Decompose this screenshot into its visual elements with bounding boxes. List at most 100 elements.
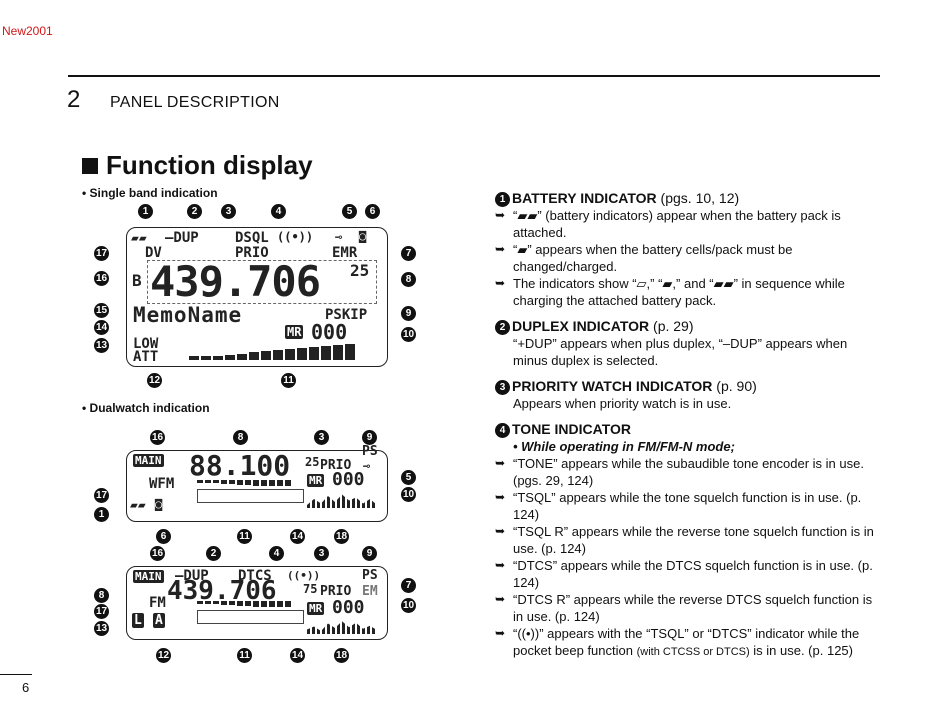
- lcd-dv: DV: [145, 245, 162, 261]
- arrow-icon: ➥: [495, 456, 506, 470]
- single-band-label: • Single band indication: [82, 186, 218, 200]
- callout-3: 3: [314, 430, 329, 445]
- lcd-bank: B: [132, 271, 142, 290]
- callout-14: 14: [94, 320, 109, 335]
- s-meter-bottom: [197, 601, 302, 607]
- priority-heading: PRIORITY WATCH INDICATOR: [512, 378, 713, 394]
- lcd-main-bottom: MAIN: [133, 570, 164, 583]
- chapter-title: PANEL DESCRIPTION: [110, 94, 280, 111]
- callout-18: 18: [334, 529, 349, 544]
- arrow-icon: ➥: [495, 490, 506, 504]
- callout-17: 17: [94, 488, 109, 503]
- callout-5: 5: [342, 204, 357, 219]
- arrow-icon: ➥: [495, 558, 506, 572]
- lcd-em: EM: [362, 584, 378, 599]
- callout-9: 9: [401, 306, 416, 321]
- tone-line-2: “TSQL” appears while the tone squelch fu…: [513, 490, 862, 522]
- lcd-mr-bottom: MR: [307, 602, 325, 615]
- callout-4: 4: [271, 204, 286, 219]
- callout-7: 7: [401, 578, 416, 593]
- callout-3: 3: [314, 546, 329, 561]
- battery-ref: (pgs. 10, 12): [656, 190, 740, 206]
- lcd-prio-bottom: PRIO: [320, 584, 352, 599]
- lcd-ps-bottom: PS: [362, 568, 378, 583]
- callout-8: 8: [233, 430, 248, 445]
- lcd-frequency-top: 88.100: [189, 449, 291, 482]
- lcd-dtcs: DTCS: [238, 568, 272, 584]
- lcd-wfm: WFM: [149, 476, 175, 492]
- arrow-icon: ➥: [495, 592, 506, 606]
- callout-16: 16: [150, 430, 165, 445]
- callout-1: 1: [495, 192, 510, 207]
- callout-18: 18: [334, 648, 349, 663]
- lcd-a: A: [153, 613, 165, 628]
- power-save-icon: ◙: [359, 229, 367, 243]
- callout-14: 14: [290, 648, 305, 663]
- arrow-icon: ➥: [495, 276, 506, 290]
- lcd-frequency-small-bottom: 75: [303, 582, 318, 596]
- lcd-dsql: DSQL: [235, 230, 269, 246]
- callout-4: 4: [495, 423, 510, 438]
- callout-6: 6: [365, 204, 380, 219]
- bandscope-top: [307, 494, 377, 508]
- callout-3: 3: [221, 204, 236, 219]
- callout-10: 10: [401, 327, 416, 342]
- tone-line-5: “DTCS R” appears while the reverse DTCS …: [513, 592, 873, 624]
- pocket-beep-icon: ((•)): [277, 230, 314, 244]
- lcd-mr: MR: [285, 325, 304, 339]
- callout-6: 6: [156, 529, 171, 544]
- lcd-channel-top: 000: [332, 469, 365, 490]
- duplex-ref: (p. 29): [649, 318, 694, 334]
- tone-line-6b: (with CTCSS or DTCS): [636, 646, 750, 658]
- lcd-fm: FM: [149, 595, 166, 611]
- callout-17: 17: [94, 604, 109, 619]
- chapter-number: 2: [67, 86, 81, 113]
- lcd-emr: EMR: [332, 245, 358, 261]
- lcd-main-top: MAIN: [133, 454, 164, 467]
- key-lock-icon: ⊸: [335, 230, 343, 244]
- lcd-pskip: PSKIP: [325, 307, 368, 323]
- single-band-diagram: 1 2 3 4 5 6 17 16 15 14 13 7 8 9 10 12 1…: [90, 200, 420, 390]
- callout-2: 2: [206, 546, 221, 561]
- priority-ref: (p. 90): [712, 378, 757, 394]
- empty-bar-box-top: [197, 489, 304, 503]
- callout-11: 11: [281, 373, 296, 388]
- tone-line-1: “TONE” appears while the subaudible tone…: [513, 456, 864, 488]
- callout-16: 16: [150, 546, 165, 561]
- lcd-low: LOW: [133, 336, 159, 352]
- bandscope-bottom: [307, 621, 377, 634]
- lcd-prio-top: PRIO: [320, 458, 352, 473]
- callout-11: 11: [237, 529, 252, 544]
- callout-12: 12: [156, 648, 171, 663]
- arrow-icon: ➥: [495, 626, 506, 640]
- duplex-heading: DUPLEX INDICATOR: [512, 318, 650, 334]
- battery-icon: ▰▰: [131, 231, 147, 246]
- power-save-icon: ◙: [155, 497, 163, 511]
- frequency-box: 439.706 25: [147, 257, 377, 306]
- callout-10: 10: [401, 487, 416, 502]
- lcd-channel: 000: [311, 320, 348, 344]
- battery-line-2: “▰” appears when the battery cells/pack …: [513, 242, 793, 274]
- page-number: 6: [22, 680, 30, 695]
- callout-3: 3: [495, 380, 510, 395]
- corner-tag: New2001: [2, 24, 53, 38]
- arrow-icon: ➥: [495, 208, 506, 222]
- callout-10: 10: [401, 598, 416, 613]
- callout-1: 1: [94, 507, 109, 522]
- key-lock-icon: ⊸: [363, 459, 371, 473]
- dualwatch-label: • Dualwatch indication: [82, 401, 210, 415]
- lcd-memo-name: MemoName: [133, 303, 243, 327]
- section-title: Function display: [82, 150, 313, 181]
- callout-17: 17: [94, 246, 109, 261]
- callout-9: 9: [362, 546, 377, 561]
- tone-line-3: “TSQL R” appears while the reverse tone …: [513, 524, 874, 556]
- tone-heading: TONE INDICATOR: [512, 421, 632, 437]
- lcd-channel-bottom: 000: [332, 597, 365, 618]
- lcd-l: L: [132, 613, 144, 628]
- footer-rule: [0, 674, 32, 675]
- section-title-text: Function display: [106, 150, 313, 180]
- s-meter-top: [197, 480, 302, 486]
- s-meter: [189, 344, 379, 360]
